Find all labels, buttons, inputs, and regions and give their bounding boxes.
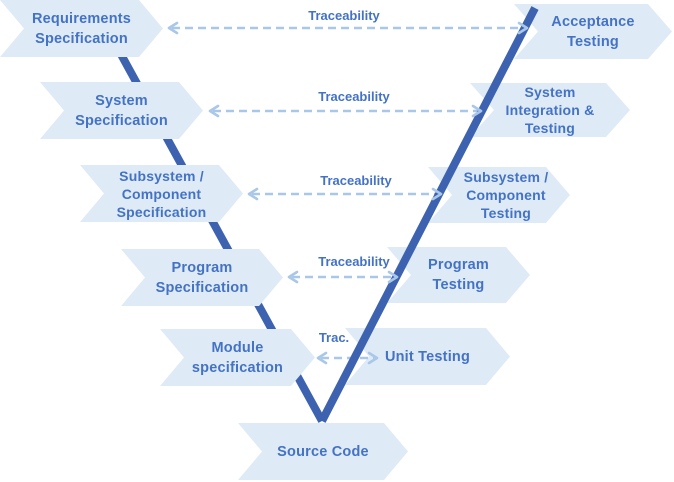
stage-requirements-specification: Requirements Specification (0, 0, 163, 57)
acceptance-testing-shape (514, 4, 672, 59)
traceability-arrowhead-right-4 (387, 270, 399, 284)
stage-label-line: Subsystem / (119, 167, 204, 184)
traceability-arrowhead-right-3 (431, 187, 443, 201)
stage-label-line: Requirements (31, 10, 132, 27)
stage-label-line: Source Code (277, 443, 369, 460)
stage-label-line: Program (171, 259, 233, 276)
stage-label-line: Specification (116, 203, 207, 220)
stage-label-line: Component (466, 187, 546, 203)
stage-program-testing: Program Testing (387, 247, 530, 303)
module-specification-shape (160, 329, 315, 386)
stage-label-line: Integration & (505, 102, 595, 118)
stage-label-line: Testing (567, 33, 619, 50)
stage-label-line: Testing (432, 277, 485, 293)
traceability-arrowhead-right-1 (517, 21, 529, 35)
traceability-arrowhead-left-5 (316, 351, 328, 365)
traceability-arrowhead-right-5 (367, 351, 379, 365)
stage-unit-testing: Unit Testing (345, 328, 510, 385)
traceability-label-3: Traceability (320, 173, 392, 188)
stage-label-line: Specification (75, 112, 168, 129)
requirements-specification-shape (0, 0, 163, 57)
traceability-label-2: Traceability (318, 89, 390, 104)
source-code-shape (238, 423, 408, 480)
stage-acceptance-testing: Acceptance Testing (514, 4, 672, 59)
subsystem-component-specification-shape (80, 165, 243, 222)
stage-label-line: System (524, 84, 576, 100)
stage-label-line: Testing (524, 120, 576, 136)
stage-label-line: Program (427, 257, 490, 273)
traceability-arrowhead-right-2 (471, 104, 483, 118)
stage-label-line: Specification (35, 30, 128, 47)
stage-subsystem-component-testing: Subsystem / Component Testing (428, 167, 570, 223)
stage-label-line: Subsystem / (463, 169, 549, 185)
system-integration-testing-shape (470, 83, 630, 137)
stage-label-line: Specification (155, 279, 249, 296)
traceability-label-1: Traceability (308, 8, 380, 23)
v-line-right (318, 6, 539, 423)
stage-label-line: System (95, 92, 148, 109)
system-specification-shape (40, 82, 203, 139)
stage-label-line: specification (191, 359, 284, 376)
program-testing-shape (387, 247, 530, 303)
stage-system-integration-testing: System Integration & Testing (470, 83, 630, 137)
stage-label-line: Module (211, 339, 264, 356)
stage-label-line: Unit Testing (384, 348, 471, 365)
stage-label-line: Component (121, 185, 202, 202)
stage-subsystem-component-specification: Subsystem / Component Specification (80, 165, 243, 222)
subsystem-component-testing-shape (428, 167, 570, 223)
program-specification-shape (121, 249, 283, 306)
traceability-arrowhead-left-3 (247, 187, 259, 201)
stage-label-line: Acceptance (551, 13, 635, 30)
traceability-arrowhead-left-2 (208, 104, 220, 118)
traceability-label-5: Trac. (318, 330, 350, 345)
traceability-label-4: Traceability (318, 254, 390, 269)
traceability-arrowhead-left-1 (167, 21, 179, 35)
traceability-arrowhead-left-4 (287, 270, 299, 284)
stage-label-line: Testing (480, 205, 532, 221)
unit-testing-shape (345, 328, 510, 385)
stage-system-specification: System Specification (40, 82, 203, 139)
stage-module-specification: Module specification (160, 329, 315, 386)
stage-program-specification: Program Specification (121, 249, 283, 306)
stage-source-code: Source Code (238, 423, 408, 480)
